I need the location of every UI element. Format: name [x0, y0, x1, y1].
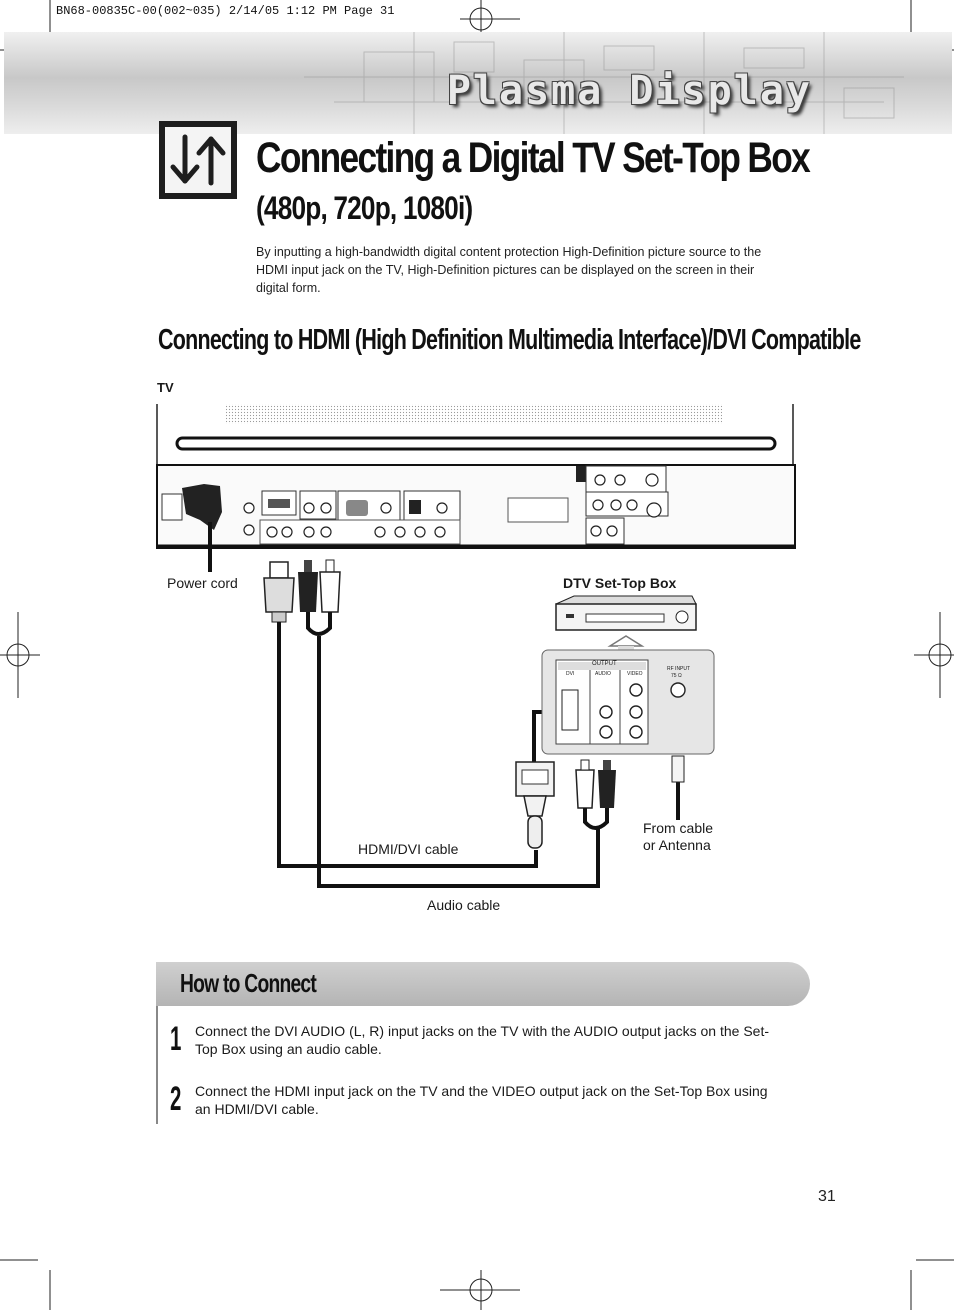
connection-arrows-icon	[159, 121, 237, 199]
audio-cable-label: Audio cable	[427, 897, 501, 913]
page-number: 31	[818, 1188, 836, 1205]
stb-video-label: VIDEO	[627, 671, 643, 677]
step-text: Connect the HDMI input jack on the TV an…	[195, 1083, 768, 1117]
tv-label: TV	[157, 380, 174, 395]
stb-rf-input-label: RF INPUT	[667, 666, 691, 672]
circuit-pattern	[304, 32, 904, 134]
intro-paragraph: By inputting a high-bandwidth digital co…	[256, 245, 762, 295]
header-banner: Plasma Display	[4, 32, 952, 134]
how-to-connect-title: How to Connect	[180, 968, 317, 998]
step-text: Connect the DVI AUDIO (L, R) input jacks…	[195, 1023, 770, 1057]
antenna-label-line1: From cable	[643, 820, 714, 836]
stb-rf-ohm-label: 75 Ω	[671, 673, 682, 679]
stb-dvi-label: DVI	[566, 671, 575, 677]
print-header: BN68-00835C-00(002~035) 2/14/05 1:12 PM …	[56, 4, 395, 18]
page-title: Connecting a Digital TV Set-Top Box	[256, 134, 811, 182]
step-number: 2	[170, 1080, 182, 1118]
power-cord-label: Power cord	[167, 575, 238, 591]
banner-title: Plasma Display	[446, 68, 812, 114]
how-to-connect-rule	[156, 1006, 158, 1124]
stb-output-label: OUTPUT	[592, 661, 617, 667]
stb-label: DTV Set-Top Box	[563, 575, 677, 591]
step-number: 1	[170, 1020, 182, 1058]
how-to-connect-bar	[156, 962, 810, 1006]
section-title: Connecting to HDMI (High Definition Mult…	[158, 324, 861, 356]
hdmi-cable-label: HDMI/DVI cable	[358, 841, 459, 857]
page-subtitle: (480p, 720p, 1080i)	[256, 190, 473, 226]
antenna-label-line2: or Antenna	[643, 837, 711, 853]
stb-audio-label: AUDIO	[595, 671, 611, 677]
